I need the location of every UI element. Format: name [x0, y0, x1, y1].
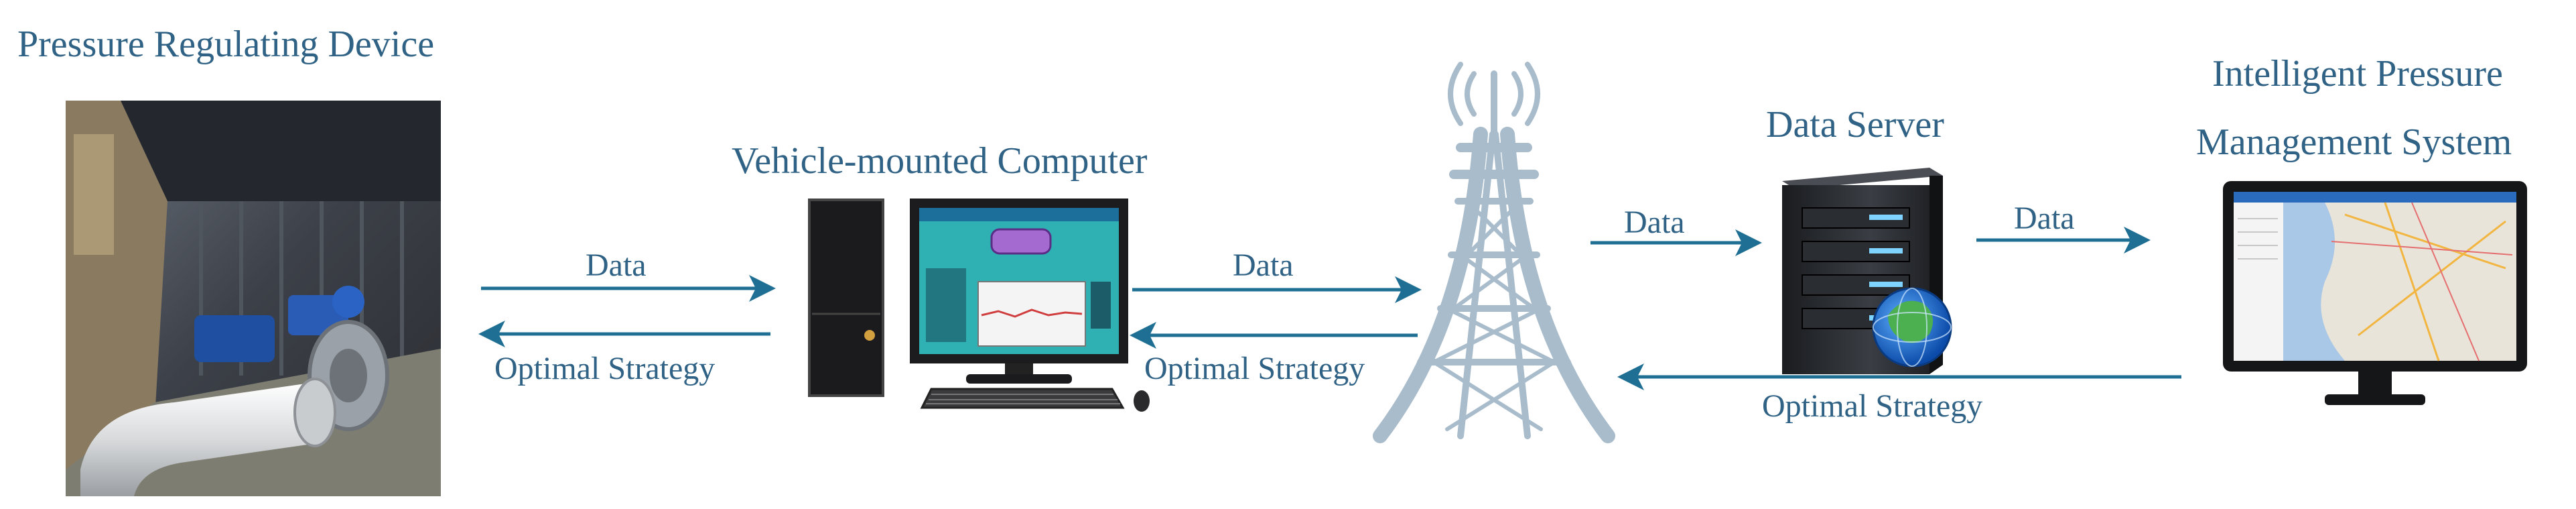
radio-tower-icon — [1373, 62, 1615, 443]
pressure-device-title: Pressure Regulating Device — [17, 23, 435, 65]
flow-label-server-to-ipms: Data — [2014, 201, 2075, 236]
server-icon — [1782, 168, 1952, 374]
ipms-title-line2: Management System — [2196, 121, 2512, 163]
flow-label-tower-to-server: Data — [1624, 205, 1685, 240]
monitor-map-icon — [2223, 181, 2527, 405]
flow-label-device-to-computer: Data — [586, 247, 647, 283]
flow-label-ipms-to-tower: Optimal Strategy — [1762, 388, 1983, 424]
flow-label-computer-to-device: Optimal Strategy — [494, 351, 716, 386]
flow-label-computer-to-tower: Data — [1233, 247, 1294, 283]
vehicle-computer-title: Vehicle-mounted Computer — [732, 140, 1148, 182]
ipms-title-line1: Intelligent Pressure — [2212, 53, 2503, 95]
flow-label-tower-to-computer: Optimal Strategy — [1144, 351, 1365, 386]
equipment-photo — [66, 101, 441, 496]
data-server-title: Data Server — [1766, 104, 1944, 146]
desktop-computer-icon — [808, 199, 1150, 412]
